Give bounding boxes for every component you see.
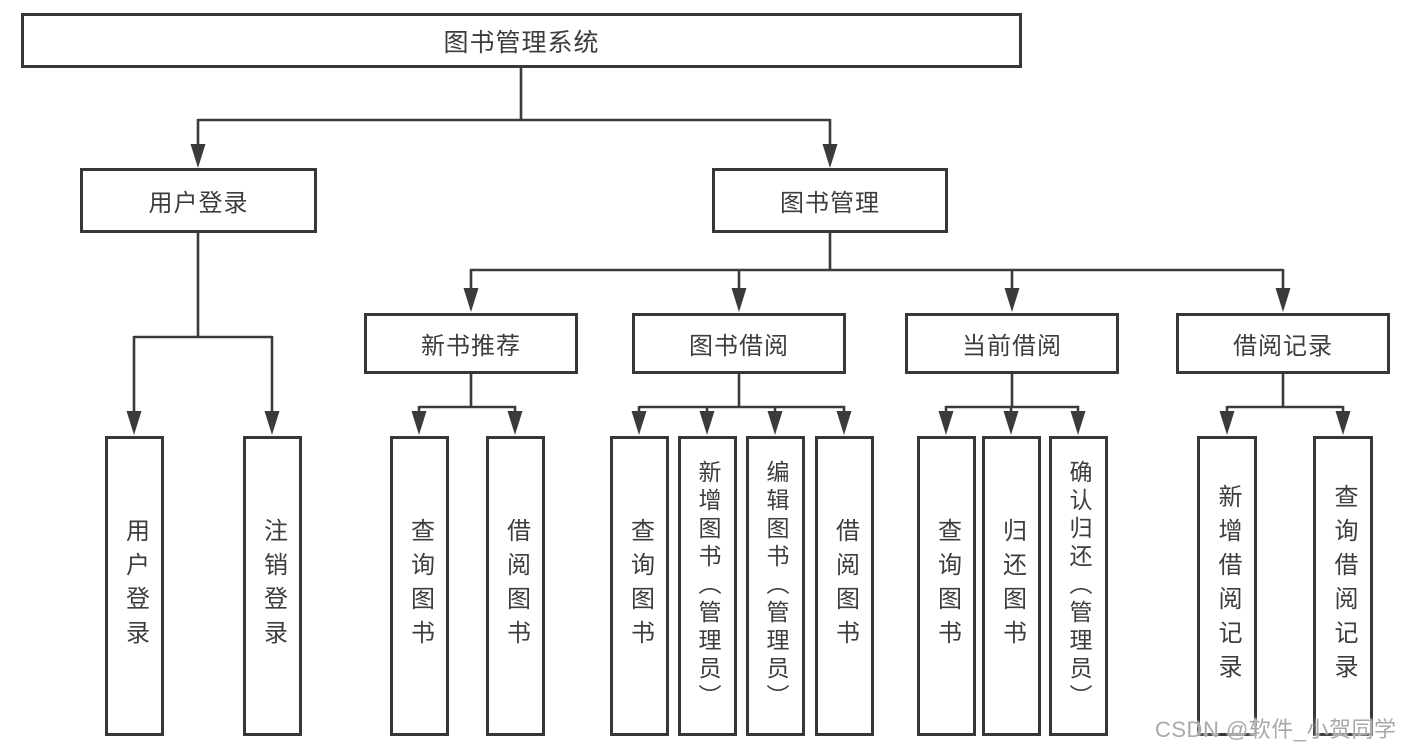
- leaf-borrow-query-books-label: 查询图书: [626, 518, 654, 654]
- leaf-return-books: 归还图书: [982, 436, 1041, 736]
- leaf-current-query-books: 查询图书: [917, 436, 976, 736]
- node-book-management: 图书管理: [712, 168, 948, 233]
- leaf-recommend-query-books-label: 查询图书: [406, 518, 434, 654]
- leaf-add-borrow-record: 新增借阅记录: [1197, 436, 1257, 736]
- leaf-edit-books-admin-label: 编辑图书（管理员）: [763, 460, 789, 712]
- leaf-confirm-return-admin: 确认归还（管理员）: [1049, 436, 1108, 736]
- leaf-return-books-label: 归还图书: [998, 518, 1026, 654]
- node-root-system: 图书管理系统: [21, 13, 1022, 68]
- node-user-login: 用户登录: [80, 168, 317, 233]
- leaf-logout: 注销登录: [243, 436, 302, 736]
- leaf-query-borrow-record-label: 查询借阅记录: [1330, 484, 1357, 688]
- node-borrow-records: 借阅记录: [1176, 313, 1390, 374]
- leaf-add-books-admin: 新增图书（管理员）: [678, 436, 737, 736]
- node-new-book-recommend: 新书推荐: [364, 313, 578, 374]
- node-new-book-recommend-label: 新书推荐: [421, 333, 521, 360]
- leaf-borrow-books: 借阅图书: [815, 436, 874, 736]
- node-current-borrow: 当前借阅: [905, 313, 1119, 374]
- node-book-management-label: 图书管理: [780, 190, 880, 217]
- leaf-add-books-admin-label: 新增图书（管理员）: [695, 460, 721, 712]
- node-user-login-label: 用户登录: [148, 190, 249, 217]
- leaf-confirm-return-admin-label: 确认归还（管理员）: [1066, 460, 1092, 712]
- node-root-label: 图书管理系统: [443, 28, 600, 57]
- node-current-borrow-label: 当前借阅: [962, 333, 1062, 360]
- leaf-logout-label: 注销登录: [259, 518, 287, 654]
- node-book-borrow-label: 图书借阅: [689, 333, 789, 360]
- csdn-watermark: CSDN @软件_小贺同学: [1155, 717, 1397, 742]
- leaf-recommend-query-books: 查询图书: [390, 436, 449, 736]
- leaf-borrow-query-books: 查询图书: [610, 436, 669, 736]
- leaf-recommend-borrow-books-label: 借阅图书: [502, 518, 530, 654]
- leaf-user-login: 用户登录: [105, 436, 164, 736]
- node-book-borrow: 图书借阅: [632, 313, 846, 374]
- leaf-borrow-books-label: 借阅图书: [831, 518, 859, 654]
- leaf-query-borrow-record: 查询借阅记录: [1313, 436, 1373, 736]
- node-borrow-records-label: 借阅记录: [1233, 333, 1333, 360]
- leaf-current-query-books-label: 查询图书: [933, 518, 961, 654]
- leaf-user-login-label: 用户登录: [121, 518, 149, 654]
- leaf-edit-books-admin: 编辑图书（管理员）: [746, 436, 805, 736]
- leaf-add-borrow-record-label: 新增借阅记录: [1214, 484, 1241, 688]
- leaf-recommend-borrow-books: 借阅图书: [486, 436, 545, 736]
